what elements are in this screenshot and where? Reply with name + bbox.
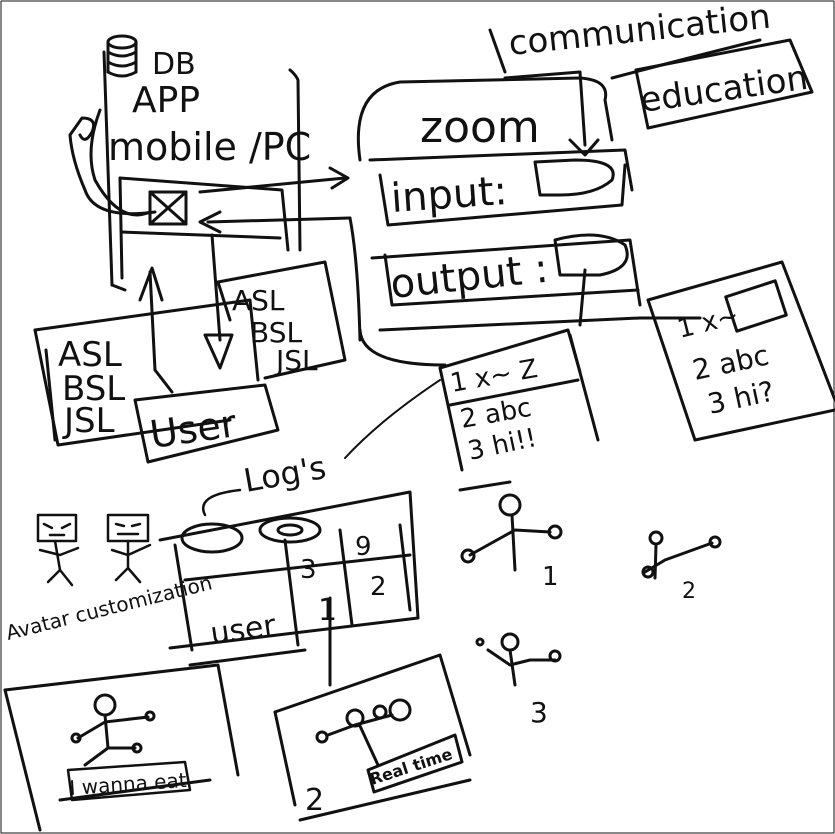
realtime-number: 2 — [305, 783, 324, 818]
figure-number-1: 1 — [542, 562, 559, 592]
logs-num-4: 2 — [370, 572, 387, 602]
speech-stick-figure — [70, 693, 156, 767]
realtime-scene-box — [273, 653, 472, 822]
zoom-label: zoom — [420, 102, 540, 153]
realtime-caption-box — [366, 733, 464, 794]
right-list-box — [638, 260, 835, 442]
output-list-box — [438, 328, 600, 492]
logs-num-1: 3 — [300, 555, 317, 585]
education-box — [634, 38, 814, 130]
output-to-logs-line — [344, 379, 441, 459]
input-bubble — [533, 158, 615, 197]
communication-stroke — [488, 28, 507, 74]
figure-number-3: 3 — [530, 696, 548, 729]
logs-num-2: 9 — [355, 532, 372, 562]
input-label: input: — [389, 168, 508, 222]
down-arrow — [203, 233, 234, 370]
avatar-customization-label: Avatar customization — [3, 570, 214, 644]
asl-left-row-3: JSL — [62, 401, 115, 441]
stick-figure-1 — [460, 493, 563, 572]
up-arrow — [138, 266, 174, 394]
logs-user-label: user — [208, 608, 278, 652]
device-to-zoom-arrow — [198, 166, 350, 194]
realtime-caption-text: Real time — [367, 744, 454, 789]
output-bubble — [553, 233, 629, 327]
asl-left-row-2: BSL — [62, 369, 125, 409]
stick-figure-2 — [641, 530, 722, 580]
database-icon — [106, 34, 138, 78]
db-label: DB — [152, 47, 196, 82]
asl-left-row-1: ASL — [58, 335, 122, 375]
right-list-row-1: 1 x~ — [674, 301, 741, 345]
figure-number-2: 2 — [682, 579, 696, 604]
user-top-label: User — [147, 401, 239, 457]
device-frame — [102, 50, 302, 292]
device-chip-icon — [148, 190, 188, 226]
app-label: APP — [132, 80, 200, 121]
asl-right-row-2: BSL — [250, 316, 302, 349]
mobile-pc-label: mobile /PC — [108, 125, 311, 169]
avatar-icon-1 — [36, 513, 80, 587]
logs-label: Log's — [241, 448, 329, 500]
logs-num-3: 1 — [318, 593, 337, 628]
avatar-thumbnail — [724, 279, 788, 333]
loop-arrow — [68, 108, 157, 217]
zoom-to-device-arrow — [198, 210, 362, 342]
realtime-stick-figure — [315, 698, 412, 767]
logs-pointer — [202, 488, 242, 517]
communication-label: communication — [507, 0, 773, 64]
speech-scene-box — [3, 663, 240, 832]
asl-right-box — [216, 260, 347, 380]
communication-to-zoom-arrow — [503, 38, 762, 157]
avatar-icon-2 — [106, 513, 152, 584]
speech-caption-box — [66, 760, 192, 802]
stick-figure-3 — [475, 632, 562, 687]
asl-left-box — [33, 298, 260, 447]
logs-box — [158, 490, 420, 687]
asl-right-row-1: ASL — [232, 284, 285, 317]
speech-bubble-text: I wanna eat — [69, 768, 188, 800]
asl-right-row-3: JSL — [274, 344, 318, 377]
logs-tabs — [180, 516, 322, 554]
zoom-box — [356, 76, 642, 367]
user-box — [133, 383, 280, 464]
